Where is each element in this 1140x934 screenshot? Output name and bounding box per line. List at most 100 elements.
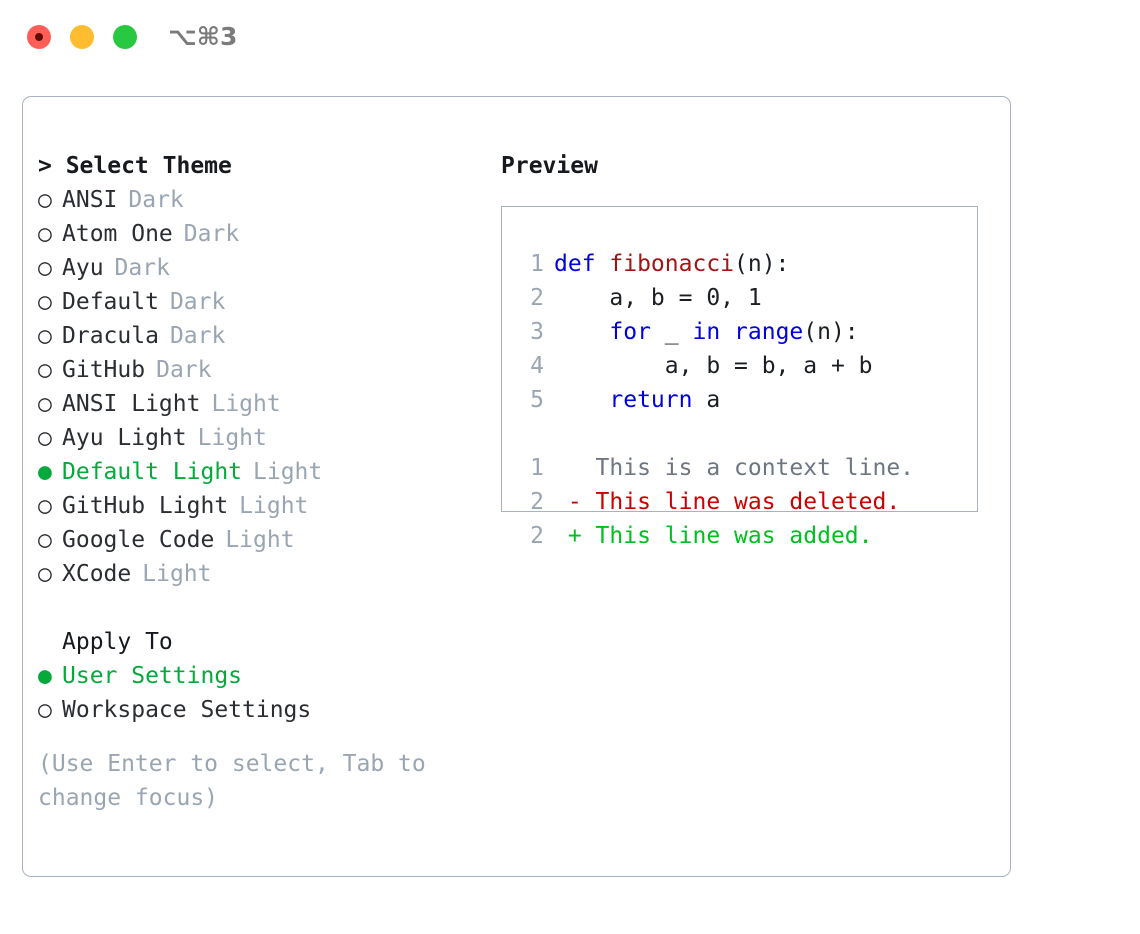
theme-name: Ayu Light bbox=[62, 425, 187, 451]
line-number: 4 bbox=[530, 353, 544, 379]
theme-list-item[interactable]: ○ ANSI Dark bbox=[38, 183, 478, 217]
theme-list-item[interactable]: ● Default Light Light bbox=[38, 455, 478, 489]
radio-unselected-icon: ○ bbox=[38, 221, 52, 247]
diff-line: 2 + This line was added. bbox=[518, 519, 914, 553]
code-token: def bbox=[554, 251, 610, 277]
apply-to-marker-placeholder: ○ bbox=[38, 625, 62, 659]
radio-unselected-icon: ○ bbox=[38, 289, 52, 315]
apply-to-label: User Settings bbox=[62, 663, 243, 689]
theme-list-item[interactable]: ○ Ayu Dark bbox=[38, 251, 478, 285]
code-token bbox=[554, 387, 609, 413]
theme-name: XCode bbox=[62, 561, 132, 587]
theme-list-item[interactable]: ○ GitHub Light Light bbox=[38, 489, 478, 523]
theme-variant-badge: Dark bbox=[114, 255, 170, 281]
theme-variant-badge: Light bbox=[142, 561, 212, 587]
theme-name: ANSI bbox=[62, 187, 118, 213]
theme-variant-badge: Light bbox=[225, 527, 295, 553]
line-number: 2 bbox=[530, 523, 544, 549]
radio-unselected-icon: ○ bbox=[38, 255, 52, 281]
code-line: 3 for _ in range(n): bbox=[518, 315, 914, 349]
code-line: 5 return a bbox=[518, 383, 914, 417]
code-token: fibonacci bbox=[609, 251, 735, 277]
code-line: 2 a, b = 0, 1 bbox=[518, 281, 914, 315]
line-number: 1 bbox=[530, 455, 544, 481]
maximize-button[interactable] bbox=[113, 25, 137, 49]
code-token: a, b = b, a + b bbox=[554, 353, 873, 379]
code-token: for bbox=[609, 319, 651, 345]
diff-line: 2 - This line was deleted. bbox=[518, 485, 914, 519]
apply-to-item[interactable]: ○ Workspace Settings bbox=[38, 693, 478, 727]
code-token: a bbox=[692, 387, 721, 413]
apply-to-label: Workspace Settings bbox=[62, 697, 312, 723]
diff-line: 1 This is a context line. bbox=[518, 451, 914, 485]
code-token bbox=[554, 319, 609, 345]
minimize-button[interactable] bbox=[70, 25, 94, 49]
theme-name: Default Light bbox=[62, 459, 243, 485]
theme-variant-badge: Light bbox=[211, 391, 281, 417]
apply-to-header: ○ Apply To bbox=[38, 625, 478, 659]
theme-variant-badge: Dark bbox=[169, 323, 226, 349]
radio-selected-icon: ● bbox=[38, 663, 52, 689]
theme-name: GitHub Light bbox=[62, 493, 229, 519]
title-bar: ⌥⌘3 bbox=[0, 0, 1140, 78]
code-token: (n): bbox=[803, 319, 859, 345]
line-number: 3 bbox=[530, 319, 544, 345]
radio-unselected-icon: ○ bbox=[38, 697, 52, 723]
theme-variant-badge: Dark bbox=[156, 357, 212, 383]
radio-unselected-icon: ○ bbox=[38, 425, 52, 451]
radio-unselected-icon: ○ bbox=[38, 357, 52, 383]
line-number: 2 bbox=[530, 285, 544, 311]
theme-name: Ayu bbox=[62, 255, 104, 281]
close-button[interactable] bbox=[27, 25, 51, 49]
theme-variant-badge: Light bbox=[239, 493, 309, 519]
theme-variant-badge: Dark bbox=[169, 289, 226, 315]
apply-to-item[interactable]: ● User Settings bbox=[38, 659, 478, 693]
radio-unselected-icon: ○ bbox=[38, 561, 52, 587]
diff-text: This line was deleted. bbox=[595, 489, 901, 515]
theme-name: Default bbox=[62, 289, 159, 315]
select-theme-header: > Select Theme bbox=[38, 153, 232, 179]
code-token: return bbox=[609, 387, 693, 413]
radio-unselected-icon: ○ bbox=[38, 187, 52, 213]
diff-marker bbox=[554, 455, 596, 481]
theme-name: Dracula bbox=[62, 323, 159, 349]
diff-marker: - bbox=[554, 489, 596, 515]
theme-variant-badge: Light bbox=[253, 459, 323, 485]
line-number: 1 bbox=[530, 251, 544, 277]
preview-header: Preview bbox=[501, 153, 598, 179]
radio-selected-icon: ● bbox=[38, 459, 52, 485]
theme-name: Atom One bbox=[62, 221, 173, 247]
diff-text: This line was added. bbox=[595, 523, 873, 549]
code-token: (n): bbox=[734, 251, 790, 277]
theme-list-item[interactable]: ○ XCode Light bbox=[38, 557, 478, 591]
apply-to-list: ● User Settings ○ Workspace Settings bbox=[38, 659, 478, 727]
theme-list-item[interactable]: ○ Default Dark bbox=[38, 285, 478, 319]
code-token: in range bbox=[692, 319, 804, 345]
traffic-lights bbox=[27, 25, 137, 49]
keyboard-shortcut-label: ⌥⌘3 bbox=[168, 22, 238, 51]
code-token: _ bbox=[650, 319, 693, 345]
apply-to-header-label: Apply To bbox=[62, 629, 173, 655]
list-spacer bbox=[38, 591, 478, 625]
theme-variant-badge: Dark bbox=[128, 187, 184, 213]
code-blank-line bbox=[518, 417, 914, 451]
keyboard-hint: (Use Enter to select, Tab to change focu… bbox=[38, 751, 440, 811]
radio-unselected-icon: ○ bbox=[38, 493, 52, 519]
line-number: 2 bbox=[530, 489, 544, 515]
code-line: 4 a, b = b, a + b bbox=[518, 349, 914, 383]
radio-unselected-icon: ○ bbox=[38, 391, 52, 417]
code-line: 1 def fibonacci(n): bbox=[518, 247, 914, 281]
radio-unselected-icon: ○ bbox=[38, 527, 52, 553]
diff-text: This is a context line. bbox=[595, 455, 915, 481]
